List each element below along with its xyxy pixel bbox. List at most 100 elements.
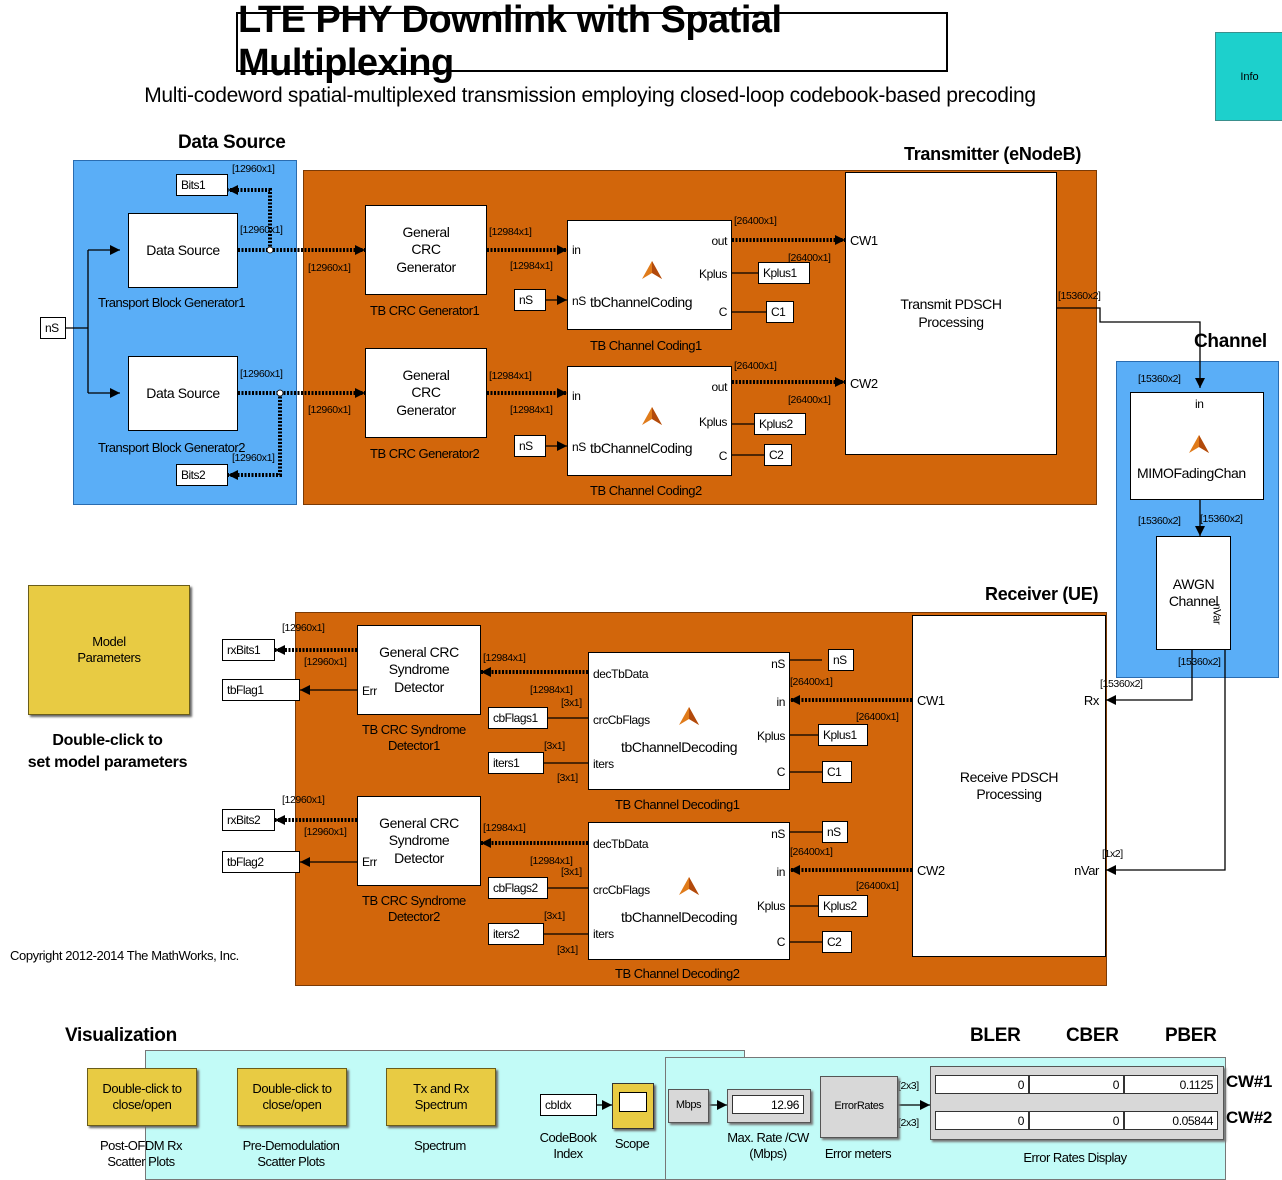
btn2-cap-line1: Pre-Demodulation (242, 1138, 340, 1153)
page-subtitle: Multi-codeword spatial-multiplexed trans… (144, 84, 1036, 107)
cc1-in-port: in (572, 243, 581, 257)
hint-line1: Double-click to (52, 732, 163, 749)
copyright: Copyright 2012-2014 The MathWorks, Inc. (10, 948, 239, 963)
crc-generator-block-1[interactable]: General CRC Generator (365, 205, 487, 295)
awgn-channel-block[interactable]: AWGN Channel nVar (1156, 536, 1231, 650)
cbflags1-goto: cbFlags1 (488, 707, 548, 729)
model-params-hint: Double-click to set model parameters (0, 730, 215, 775)
sig-dec2-in-b: [26400x1] (856, 880, 899, 892)
rate-caption: Max. Rate /CW (Mbps) (718, 1130, 818, 1161)
dec1-crccb-port: crcCbFlags (593, 713, 650, 727)
cc2-c-port: C (718, 449, 728, 463)
channel-decoding-block-1[interactable]: decTbData crcCbFlags iters tbChannelDeco… (588, 652, 790, 790)
sig-dec2-in-a: [26400x1] (790, 846, 833, 858)
dec2-crccb-port: crcCbFlags (593, 883, 650, 897)
rate-display-block: 12.96 (727, 1089, 811, 1123)
sig-det1-in: [12984x1] (483, 652, 526, 664)
cw2-pber: 0.05844 (1124, 1111, 1218, 1130)
det2-line2: Syndrome (388, 832, 450, 849)
data-source-block-2[interactable]: Data Source (128, 356, 238, 431)
btn1-line1: Double-click to (102, 1080, 182, 1096)
generator1-caption: Transport Block Generator1 (98, 295, 245, 310)
scope-screen-icon (619, 1092, 647, 1112)
det1-line3: Detector (394, 678, 444, 695)
sig-dec2-out: [12984x1] (530, 855, 573, 867)
error-row-2: 0 0 0.05844 (935, 1111, 1218, 1130)
cbidx-from-tag: cbIdx (540, 1094, 597, 1116)
rate-cap-line1: Max. Rate /CW (727, 1130, 809, 1145)
det2-cap-line1: TB CRC Syndrome (362, 893, 466, 908)
tbflag1-goto: tbFlag1 (222, 679, 300, 701)
receive-pdsch-block[interactable]: CW1 CW2 Rx nVar Receive PDSCH Processing (912, 615, 1106, 957)
dec1-kplus-port: Kplus (756, 729, 785, 743)
sig-rxbits1-b: [12960x1] (304, 656, 347, 668)
sig-crc2-out: [12984x1] (489, 370, 532, 382)
crc-gen2-line2: CRC (411, 384, 441, 401)
iters2-goto: iters2 (488, 923, 544, 945)
error-rates-block[interactable]: ErrorRates (820, 1076, 898, 1138)
channel-coding-block-1[interactable]: in nS tbChannelCoding out Kplus C (567, 220, 732, 330)
section-channel: Channel (1194, 331, 1267, 352)
cc1-function: tbChannelCoding (590, 294, 693, 310)
sig-crc2-in: [12960x1] (308, 404, 351, 416)
crc-generator-block-2[interactable]: General CRC Generator (365, 348, 487, 438)
info-button[interactable]: Info (1215, 32, 1282, 121)
kplus1-goto: Kplus1 (758, 262, 810, 284)
error-row-1: 0 0 0.1125 (935, 1075, 1218, 1094)
rx-pdsch-line2: Processing (976, 786, 1042, 802)
mimo-fading-block[interactable]: in MIMOFadingChan (1130, 392, 1264, 500)
det1-cap-line2: Detector1 (387, 737, 440, 753)
det1-line1: General CRC (379, 643, 459, 660)
sig-cc1-in: [12984x1] (510, 260, 553, 272)
channel-decoding-block-2[interactable]: decTbData crcCbFlags iters tbChannelDeco… (588, 822, 790, 960)
scope-block[interactable] (612, 1083, 654, 1129)
crc-detector-block-2[interactable]: General CRC Syndrome Detector Err (357, 796, 481, 886)
rx-cw1-port: CW1 (917, 693, 945, 708)
sig-ch-in: [15360x2] (1138, 373, 1181, 385)
crc-gen1-caption: TB CRC Generator1 (370, 303, 480, 318)
sig-bits1: [12960x1] (232, 163, 275, 175)
det2-caption: TB CRC Syndrome Detector2 (362, 893, 466, 924)
row-label-cw1: CW#1 (1226, 1072, 1273, 1091)
btn3-caption: Spectrum (414, 1138, 466, 1153)
sig-tb2-out: [12960x1] (240, 368, 283, 380)
btn3-line1: Tx and Rx (413, 1080, 469, 1096)
decoding1-caption: TB Channel Decoding1 (615, 797, 740, 812)
spectrum-button[interactable]: Tx and Rx Spectrum (386, 1068, 496, 1126)
cw2-bler: 0 (935, 1111, 1029, 1130)
col-header-pber: PBER (1165, 1025, 1217, 1046)
cw1-cber: 0 (1029, 1075, 1124, 1094)
sig-det2-in: [12984x1] (483, 822, 526, 834)
ns-from-rx-1: nS (828, 649, 854, 671)
transmit-pdsch-block[interactable]: CW1 CW2 Transmit PDSCH Processing (845, 172, 1057, 455)
channel-coding-block-2[interactable]: in nS tbChannelCoding out Kplus C (567, 366, 732, 476)
btn1-cap-line1: Post-OFDM Rx (99, 1138, 183, 1153)
mbps-block[interactable]: Mbps (668, 1089, 709, 1123)
matlab-icon (679, 707, 699, 725)
sig-mimo-out: [15360x2] (1138, 515, 1181, 527)
bits2-goto: Bits2 (176, 464, 228, 486)
dec1-dectb-port: decTbData (593, 667, 649, 681)
cw1-pber: 0.1125 (1124, 1075, 1218, 1094)
pre-demod-scatter-button[interactable]: Double-click to close/open (237, 1068, 347, 1126)
kplus2-from-rx: Kplus2 (818, 895, 868, 917)
dec2-iters-port: iters (593, 927, 614, 941)
data-source-block-1[interactable]: Data Source (128, 213, 238, 288)
post-ofdm-scatter-button[interactable]: Double-click to close/open (87, 1068, 197, 1126)
crc-detector-block-1[interactable]: General CRC Syndrome Detector Err (357, 625, 481, 715)
matlab-icon (1189, 435, 1209, 453)
crc-gen1-line3: Generator (396, 258, 456, 275)
col-header-bler: BLER (970, 1025, 1021, 1046)
det1-cap-line1: TB CRC Syndrome (362, 722, 466, 737)
sig-rxbits2-a: [12960x1] (282, 794, 325, 806)
tx-cw2-port: CW2 (850, 376, 878, 391)
cc1-ns-port: nS (572, 294, 586, 308)
data-source-label-2: Data Source (146, 384, 220, 401)
mbps-label: Mbps (675, 1099, 702, 1112)
btn1-cap-line2: Scatter Plots (107, 1153, 175, 1169)
ns-from-rx-2: nS (822, 821, 848, 843)
sig-cb2-a: [3x1] (561, 866, 582, 878)
cc1-c-port: C (718, 305, 728, 319)
model-parameters-block[interactable]: Model Parameters (28, 585, 190, 715)
